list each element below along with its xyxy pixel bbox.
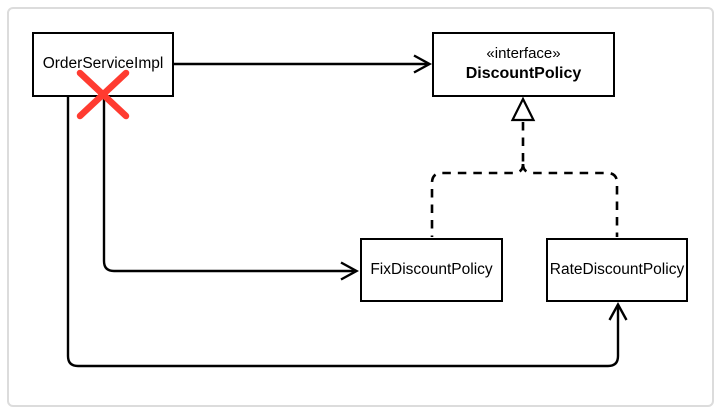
diagram-outer-frame xyxy=(7,7,714,407)
interface-stereotype-label: «interface» xyxy=(486,45,561,63)
node-ratediscountpolicy-label: RateDiscountPolicy xyxy=(549,260,685,278)
node-orderserviceimpl: OrderServiceImpl xyxy=(32,32,174,97)
node-discountpolicy-label: DiscountPolicy xyxy=(465,64,582,82)
node-orderserviceimpl-label: OrderServiceImpl xyxy=(42,55,164,73)
node-discountpolicy-interface: «interface» DiscountPolicy xyxy=(432,32,615,97)
node-fixdiscountpolicy-label: FixDiscountPolicy xyxy=(370,260,493,278)
node-ratediscountpolicy: RateDiscountPolicy xyxy=(546,238,688,302)
node-fixdiscountpolicy: FixDiscountPolicy xyxy=(360,238,503,302)
